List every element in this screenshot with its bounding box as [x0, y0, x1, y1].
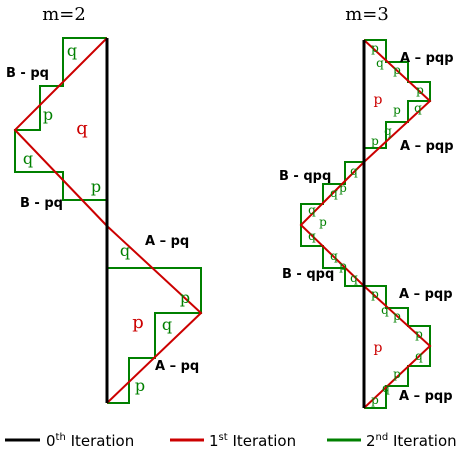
m3-label-b-mid-upper: B - qpq [279, 169, 331, 184]
m3-cell-p: p [371, 393, 379, 407]
m3-cell-p: p [339, 181, 347, 195]
m3-iter1-path [299, 39, 432, 409]
m2-cell-q: q [67, 41, 77, 60]
m3-cell-q: q [350, 271, 358, 285]
m2-cell-p: p [135, 376, 145, 395]
m3-cell-p: p [393, 63, 401, 77]
legend-label-iter1: 1st Iteration [209, 432, 296, 450]
legend-label-iter0: 0th Iteration [46, 432, 134, 450]
m3-label-a-lower: A – pqp [399, 287, 453, 302]
m3-cell-p: p [371, 134, 379, 148]
m3-label-b-mid-lower: B - qpq [282, 267, 334, 282]
panel-m2-title: m=2 [42, 4, 86, 25]
m2-cell-p: p [91, 177, 101, 196]
m2-cell-q: q [120, 241, 130, 260]
m2-label-b-upper: B - pq [6, 66, 49, 81]
m2-iter1-path [13, 37, 203, 404]
m2-side-labels: B - pq B - pq A – pq A – pq [6, 66, 199, 374]
m3-cell-q: q [376, 56, 384, 70]
m2-cell-p: p [180, 288, 190, 307]
legend-label-iter2: 2nd Iteration [366, 432, 457, 450]
m2-cell-p-red: p [132, 312, 144, 333]
m2-label-a-lower: A – pq [155, 359, 199, 374]
m3-cell-p: p [416, 83, 424, 97]
panel-m2: m=2 q p q q p q p p q p B - pq B [6, 4, 203, 404]
m3-label-a-bottom: A – pqp [399, 389, 453, 404]
panel-m3: m=3 p q p p q p q p q p q q [279, 4, 454, 409]
legend: 0th Iteration 1st Iteration 2nd Iteratio… [5, 432, 457, 450]
m3-cell-q: q [330, 249, 338, 263]
m2-label-b-mid: B - pq [20, 196, 63, 211]
m2-cell-q-red: q [76, 118, 88, 139]
m3-cell-p: p [319, 215, 327, 229]
m3-cell-q: q [308, 203, 316, 217]
m3-cell-p: p [371, 41, 379, 55]
m2-iter2-path [14, 37, 202, 404]
m2-cell-q: q [23, 149, 33, 168]
m3-side-labels: A – pqp A – pqp B - qpq B - qpq A – pqp … [279, 51, 454, 404]
m3-cell-q: q [350, 164, 358, 178]
m3-cell-q: q [415, 349, 423, 363]
m3-cell-q: q [381, 303, 389, 317]
m3-red-cells: p p [374, 92, 383, 356]
m3-cell-p: p [393, 309, 401, 323]
m3-cell-p-red: p [374, 92, 383, 108]
m3-label-a-upper: A – pqp [400, 139, 454, 154]
legend-item-iter1: 1st Iteration [170, 432, 296, 450]
panel-m3-title: m=3 [345, 4, 389, 25]
m3-cell-q: q [330, 186, 338, 200]
m3-cell-p: p [393, 103, 401, 117]
m3-cell-labels: p q p p q p q p q p q q p q q p q p q p … [308, 41, 424, 407]
legend-item-iter0: 0th Iteration [5, 432, 134, 450]
m2-cell-p: p [43, 105, 53, 124]
m2-label-a-mid: A – pq [145, 234, 189, 249]
legend-item-iter2: 2nd Iteration [327, 432, 457, 450]
m3-cell-q: q [308, 229, 316, 243]
m3-cell-p: p [393, 367, 401, 381]
m3-cell-p-red: p [374, 340, 383, 356]
m2-cell-labels: q p q q p q p p q p [23, 41, 190, 395]
m3-cell-q: q [382, 381, 390, 395]
m3-cell-p: p [371, 287, 379, 301]
m3-cell-q: q [384, 124, 392, 138]
m3-label-a-top: A – pqp [400, 51, 454, 66]
m2-cell-q: q [162, 315, 172, 334]
m3-cell-q: q [414, 101, 422, 115]
m3-cell-p: p [415, 327, 423, 341]
m3-cell-p: p [339, 259, 347, 273]
